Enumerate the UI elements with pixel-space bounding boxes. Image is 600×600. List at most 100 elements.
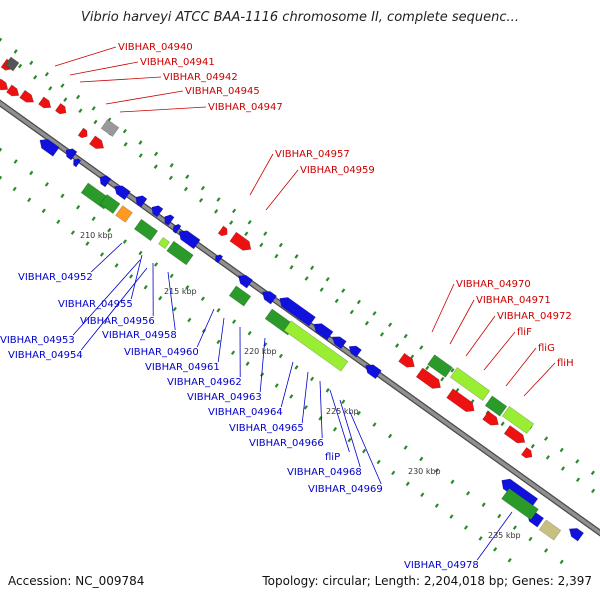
- gc-dot: [319, 287, 324, 292]
- leader-line: [280, 361, 294, 408]
- gc-dot: [500, 421, 505, 427]
- reverse-gene-arrow: [172, 223, 182, 234]
- reverse-gene-label: VIBHAR_04969: [308, 484, 383, 495]
- gc-dot: [29, 60, 34, 66]
- gc-dot: [263, 231, 268, 236]
- gc-dot: [18, 63, 23, 69]
- feature-block: [166, 240, 194, 266]
- gc-dot: [420, 492, 425, 498]
- leader-line: [217, 317, 225, 363]
- gc-dot: [85, 241, 90, 246]
- feature-block: [449, 367, 491, 401]
- gc-dot: [0, 147, 3, 153]
- gc-dot: [247, 220, 252, 225]
- forward-gene-label: VIBHAR_04959: [300, 165, 375, 176]
- gc-dot: [93, 119, 98, 125]
- reverse-gene-label: VIBHAR_04963: [187, 392, 262, 403]
- feature-block: [228, 285, 252, 307]
- gc-dot: [434, 503, 439, 508]
- gc-dot: [450, 368, 455, 373]
- accession-label: Accession: NC_009784: [8, 574, 145, 588]
- reverse-gene-label: VIBHAR_04966: [249, 438, 324, 449]
- gc-dot: [27, 197, 32, 203]
- leader-line: [505, 347, 537, 387]
- forward-gene-label: VIBHAR_04947: [208, 102, 283, 113]
- gc-dot: [60, 83, 65, 88]
- forward-gene-label: VIBHAR_04972: [497, 311, 572, 322]
- reverse-gene-arrow: [178, 230, 201, 250]
- gc-dot: [138, 250, 143, 256]
- leader-line: [105, 90, 184, 105]
- reverse-gene-label: VIBHAR_04953: [0, 335, 75, 346]
- leader-line: [465, 315, 496, 357]
- gc-dot: [379, 332, 385, 337]
- leader-line: [119, 106, 207, 113]
- gc-dot: [185, 285, 190, 290]
- reverse-gene-arrow: [39, 138, 60, 157]
- gc-dot: [91, 106, 96, 111]
- gc-dot: [434, 468, 439, 473]
- gc-dot: [168, 175, 173, 181]
- gc-dot: [545, 455, 550, 460]
- gc-dot: [48, 86, 53, 91]
- forward-gene-arrow: [229, 231, 252, 251]
- gc-dot: [122, 128, 127, 134]
- reverse-gene-arrow: [99, 175, 112, 188]
- feature-block: [501, 405, 535, 435]
- gc-dot: [544, 548, 549, 553]
- reverse-gene-arrow: [135, 195, 148, 208]
- leader-line: [167, 271, 176, 331]
- feature-block: [99, 194, 121, 214]
- gc-dot: [274, 383, 279, 388]
- tick-label: 235 kbp: [488, 531, 521, 540]
- gc-dot: [247, 330, 252, 336]
- gc-dot: [334, 298, 339, 304]
- gc-dot: [493, 547, 498, 552]
- gc-dot: [41, 208, 46, 214]
- gc-dot: [405, 481, 410, 487]
- gc-dot: [172, 306, 177, 312]
- gc-dot: [13, 49, 18, 54]
- gc-dots-layer: [0, 37, 596, 565]
- gc-dot: [591, 488, 596, 494]
- gc-dot: [158, 295, 163, 301]
- gc-dot: [154, 151, 159, 157]
- reverse-gene-arrow: [151, 205, 164, 218]
- feature-block: [158, 237, 170, 249]
- leader-line: [259, 337, 266, 393]
- gc-dot: [278, 242, 283, 248]
- forward-gene-label: VIBHAR_04941: [140, 57, 215, 68]
- tick-label: 225 kbp: [326, 407, 359, 416]
- gc-dot: [528, 536, 533, 542]
- feature-block: [501, 487, 539, 521]
- gc-dot: [216, 197, 221, 202]
- feature-block: [283, 320, 349, 372]
- gc-dot: [169, 163, 174, 168]
- gc-dot: [341, 399, 346, 405]
- gc-dot: [63, 97, 68, 102]
- forward-gene-label: VIBHAR_04940: [118, 42, 193, 53]
- feature-block: [100, 119, 120, 137]
- leader-line: [301, 371, 309, 424]
- gc-dot: [230, 350, 236, 356]
- leader-line: [69, 61, 139, 76]
- tick-label: 230 kbp: [408, 467, 441, 476]
- forward-gene-label: VIBHAR_04971: [476, 295, 551, 306]
- leader-line: [319, 380, 323, 439]
- gc-dot: [198, 197, 204, 203]
- leader-line: [80, 267, 148, 351]
- gc-dot: [260, 372, 265, 377]
- gc-dot: [341, 288, 346, 293]
- gc-dot: [289, 265, 294, 270]
- forward-gene-arrow: [6, 84, 20, 97]
- topology-label: Topology: circular; Length: 2,204,018 bp…: [262, 574, 592, 588]
- reverse-gene-arrow: [164, 214, 175, 226]
- forward-gene-arrow: [446, 388, 475, 413]
- reverse-gene-label: VIBHAR_04978: [404, 560, 479, 571]
- forward-gene-arrow: [217, 225, 228, 237]
- forward-gene-arrow: [520, 447, 533, 459]
- gc-dot: [0, 175, 3, 181]
- gc-dot: [44, 182, 49, 187]
- reverse-gene-arrow: [365, 364, 382, 380]
